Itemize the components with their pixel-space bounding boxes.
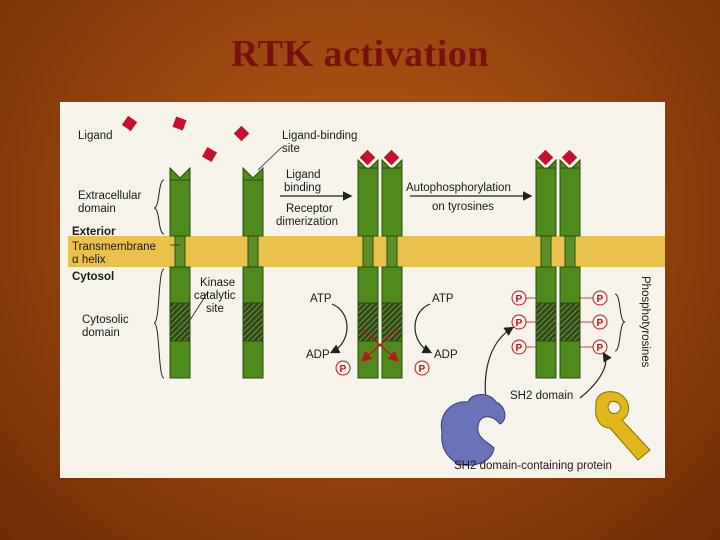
label-cytosolic-1: Cytosolic <box>82 314 129 326</box>
sh2-protein-yellow <box>595 391 651 461</box>
label-ligand-binding-site-2: site <box>282 143 300 155</box>
label-receptor-dim-2: dimerization <box>276 216 338 228</box>
phospho-label: P <box>516 294 523 305</box>
phospho-label: P <box>597 318 604 329</box>
label-exterior: Exterior <box>72 226 116 238</box>
phospho-label: P <box>597 343 604 354</box>
receptor-dimer-middle <box>357 158 403 379</box>
label-extracellular-2: domain <box>78 203 116 215</box>
rtk-diagram: Ligand Ligand-binding site Extracellular… <box>60 102 665 478</box>
label-alpha-helix: α helix <box>72 254 106 266</box>
label-cytosol: Cytosol <box>72 271 114 283</box>
label-phosphotyrosines: Phosphotyrosines <box>639 276 651 368</box>
label-kinase-3: site <box>206 303 224 315</box>
receptor-monomer-1 <box>169 166 191 379</box>
ligand-bound-1 <box>359 149 376 166</box>
label-kinase-1: Kinase <box>200 277 235 289</box>
ligand-free-1 <box>121 115 138 132</box>
rtk-diagram-svg: Ligand Ligand-binding site Extracellular… <box>68 115 665 472</box>
label-adp-left: ADP <box>306 349 330 361</box>
ligand-bound-4 <box>561 149 578 166</box>
label-ligand-binding-2: binding <box>284 182 321 194</box>
label-autophos-1: Autophosphorylation <box>406 182 511 194</box>
phospho-label: P <box>516 318 523 329</box>
label-atp-right: ATP <box>432 293 454 305</box>
label-ligand-binding-1: Ligand <box>286 169 321 181</box>
ligand-free-3 <box>233 125 250 142</box>
label-autophos-2: on tyrosines <box>432 201 494 213</box>
ligand-bound-2 <box>383 149 400 166</box>
label-sh2-protein: SH2 domain-containing protein <box>454 460 612 472</box>
receptor-monomer-2 <box>242 166 264 379</box>
label-ligand-binding-site-1: Ligand-binding <box>282 130 357 142</box>
phospho-label: P <box>340 364 347 375</box>
label-ligand: Ligand <box>78 130 113 142</box>
label-transmembrane: Transmembrane <box>72 241 156 253</box>
label-adp-right: ADP <box>434 349 458 361</box>
phospho-label: P <box>597 294 604 305</box>
label-cytosolic-2: domain <box>82 327 120 339</box>
label-sh2-domain: SH2 domain <box>510 390 573 402</box>
label-extracellular-1: Extracellular <box>78 190 141 202</box>
ligand-free-4 <box>201 146 218 163</box>
ligand-free-2 <box>172 116 187 131</box>
ligand-bound-3 <box>537 149 554 166</box>
label-receptor-dim-1: Receptor <box>286 203 333 215</box>
phosphotyrosine-group <box>511 290 608 355</box>
phospho-label: P <box>516 343 523 354</box>
slide-title: RTK activation <box>231 33 489 75</box>
label-kinase-2: catalytic <box>194 290 236 302</box>
receptor-dimer-phosphorylated <box>535 158 581 379</box>
phospho-label: P <box>419 364 426 375</box>
sh2-protein-blue <box>440 394 506 466</box>
label-atp-left: ATP <box>310 293 332 305</box>
